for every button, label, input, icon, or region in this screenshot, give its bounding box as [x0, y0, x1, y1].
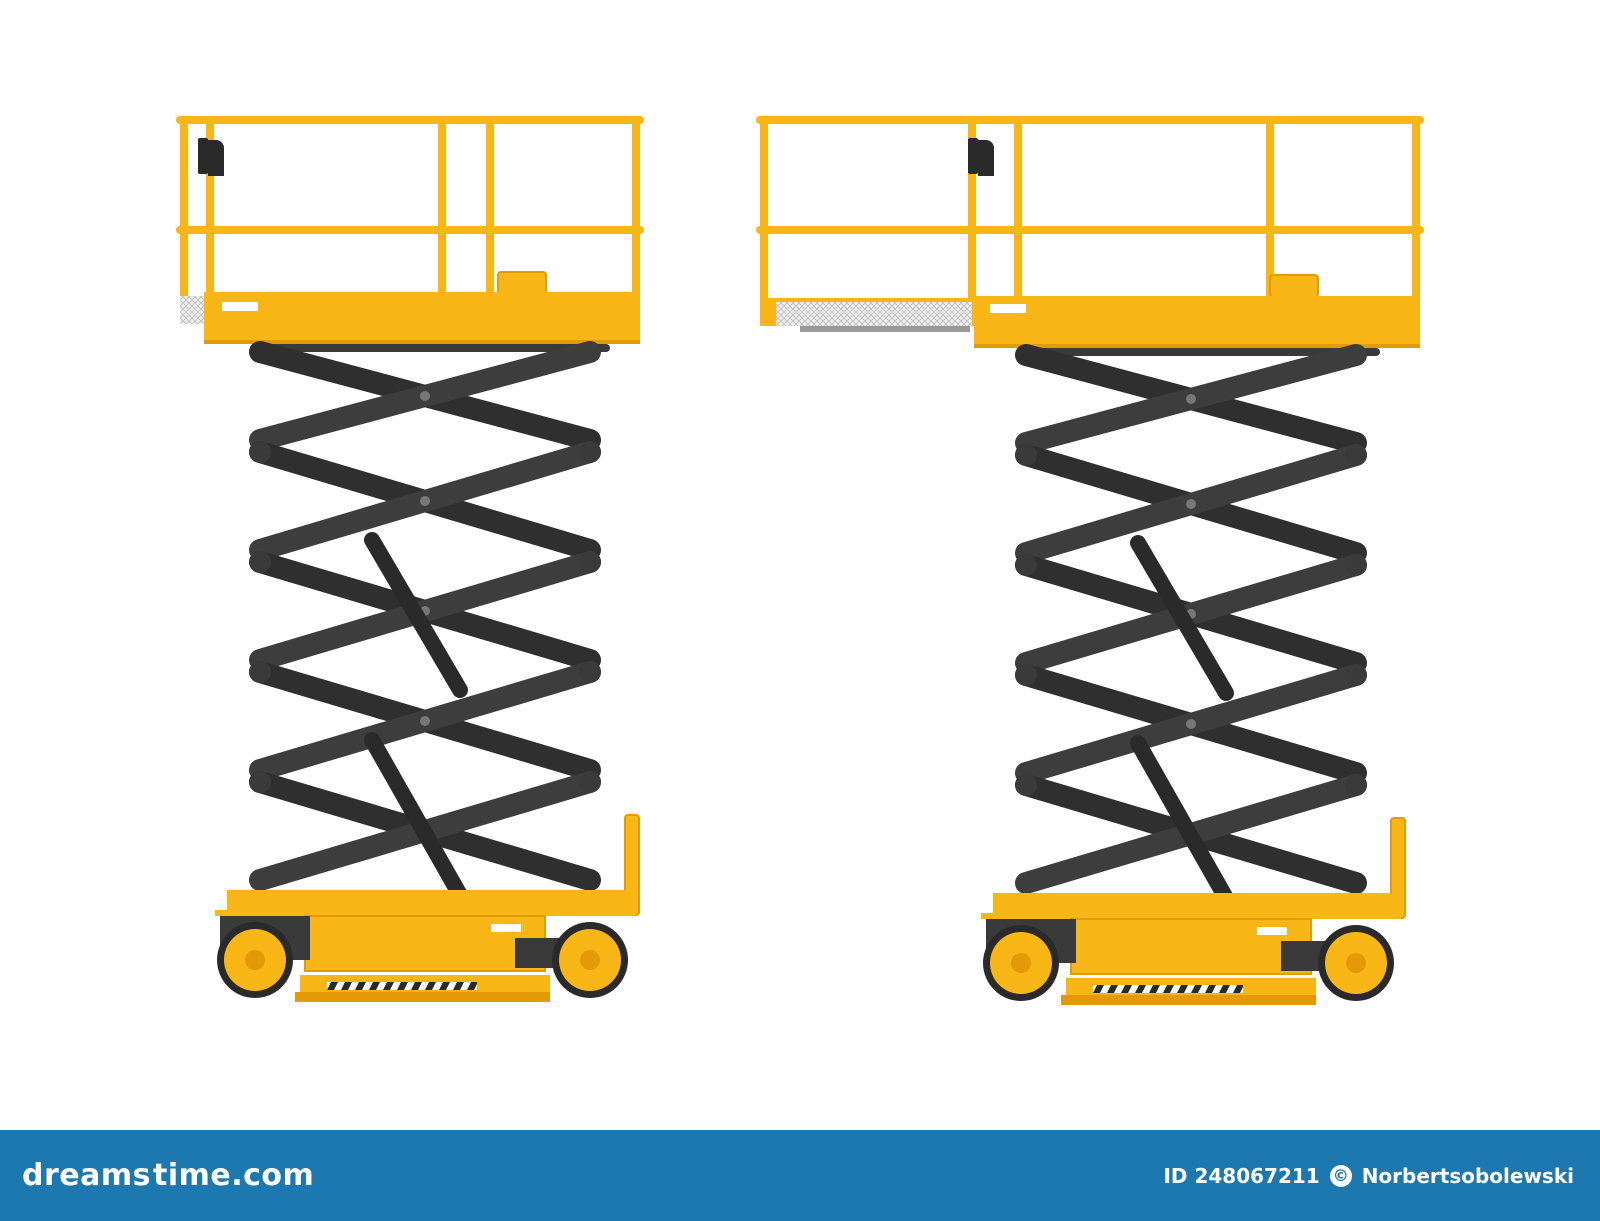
- image-id: ID 248067211: [1163, 1163, 1320, 1188]
- image-credit: ID 248067211 © Norbertsobolewski: [1163, 1148, 1574, 1203]
- author-name: Norbertsobolewski: [1361, 1163, 1574, 1188]
- copyright-icon: ©: [1329, 1164, 1352, 1187]
- scissor-lift-right: [756, 116, 1424, 1005]
- brand-right: time.com: [152, 1158, 315, 1193]
- scissor-lift-left: [176, 116, 644, 1002]
- scissor-lift-illustration: [176, 116, 1424, 1005]
- brand-left: dreams: [22, 1158, 151, 1193]
